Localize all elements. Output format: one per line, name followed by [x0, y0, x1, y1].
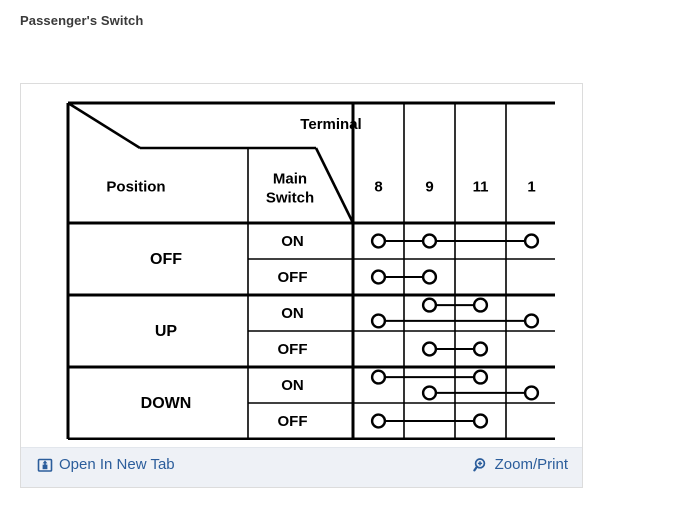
- header-label-main-switch-2: Switch: [266, 189, 314, 206]
- position-cell-off: OFF: [150, 251, 182, 268]
- open-in-new-tab-link[interactable]: Open In New Tab: [37, 457, 175, 473]
- position-cell-up: UP: [155, 323, 178, 340]
- figure-footer-bar: Open In New Tab Zoom/Print: [21, 447, 582, 487]
- zoom-print-label: Zoom/Print: [494, 456, 568, 473]
- terminal-node-11: [472, 297, 489, 313]
- terminal-node-9: [421, 233, 438, 249]
- terminal-node-8: [370, 233, 387, 249]
- zoom-print-link[interactable]: Zoom/Print: [472, 456, 568, 473]
- header-label-main-switch: Main: [273, 170, 307, 187]
- main-switch-cell-up-off: OFF: [278, 341, 308, 358]
- terminal-node-8: [370, 269, 387, 285]
- terminal-node-8: [370, 369, 387, 385]
- open-in-new-tab-icon: [37, 457, 53, 473]
- terminal-header-1: 1: [527, 178, 535, 195]
- main-switch-cell-up-on: ON: [281, 305, 304, 322]
- terminal-node-8: [370, 313, 387, 329]
- open-in-new-tab-label: Open In New Tab: [59, 456, 175, 473]
- terminal-node-1: [523, 313, 540, 329]
- terminal-node-9: [421, 385, 438, 401]
- page-title: Passenger's Switch: [20, 13, 144, 28]
- terminal-node-9: [421, 297, 438, 313]
- terminal-node-11: [472, 341, 489, 357]
- main-switch-cell-off-on: ON: [281, 233, 304, 250]
- position-cell-down: DOWN: [141, 395, 192, 412]
- terminal-node-8: [370, 413, 387, 429]
- terminal-node-11: [472, 369, 489, 385]
- terminal-header-9: 9: [425, 178, 433, 195]
- terminal-header-8: 8: [374, 178, 382, 195]
- terminal-node-11: [472, 413, 489, 429]
- main-switch-cell-down-off: OFF: [278, 413, 308, 430]
- header-label-terminal: Terminal: [300, 116, 361, 133]
- main-switch-cell-down-on: ON: [281, 377, 304, 394]
- main-switch-cell-off-off: OFF: [278, 269, 308, 286]
- magnifier-plus-icon: [472, 457, 489, 473]
- terminal-node-1: [523, 385, 540, 401]
- terminal-node-1: [523, 233, 540, 249]
- terminal-node-9: [421, 341, 438, 357]
- terminal-node-9: [421, 269, 438, 285]
- terminal-header-11: 11: [473, 178, 489, 195]
- header-label-position: Position: [106, 178, 165, 195]
